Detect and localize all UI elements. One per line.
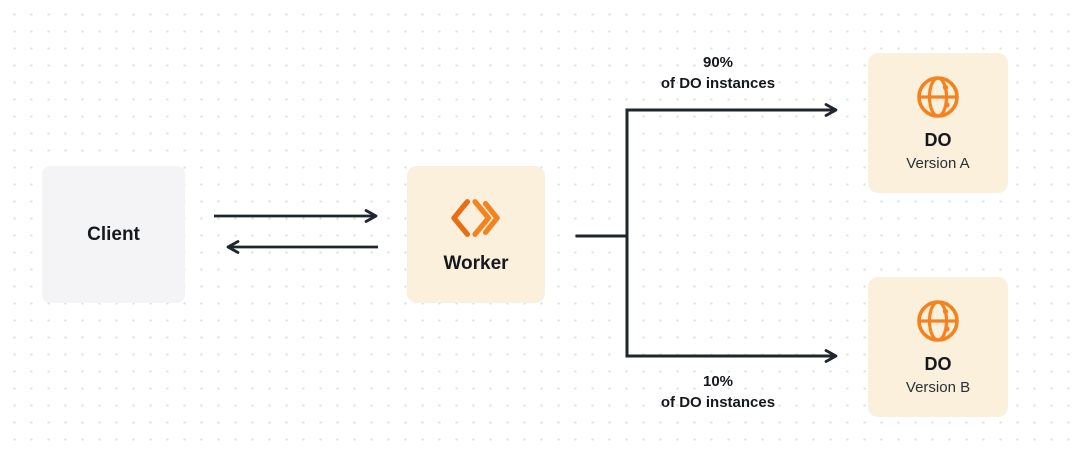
route-a-caption: of DO instances — [660, 75, 776, 92]
route-b-caption: of DO instances — [660, 394, 776, 411]
route-b-percentage-label: 10% of DO instances — [630, 371, 806, 413]
do-b-title: DO — [924, 354, 952, 375]
do-version-a-node: DO Version A — [868, 53, 1008, 193]
do-version-b-node: DO Version B — [868, 277, 1008, 417]
route-a-percentage-label: 90% of DO instances — [630, 52, 806, 94]
globe-icon — [914, 73, 962, 121]
worker-label: Worker — [443, 252, 509, 274]
route-b-percent: 10% — [702, 373, 734, 390]
client-label: Client — [87, 223, 140, 245]
worker-node: Worker — [407, 166, 545, 303]
route-a-percent: 90% — [702, 54, 734, 71]
globe-icon — [914, 297, 962, 345]
do-b-subtitle: Version B — [905, 378, 971, 396]
client-node: Client — [42, 166, 185, 303]
do-a-subtitle: Version A — [906, 154, 970, 172]
do-a-title: DO — [924, 130, 952, 151]
workers-logo-icon — [447, 195, 505, 241]
